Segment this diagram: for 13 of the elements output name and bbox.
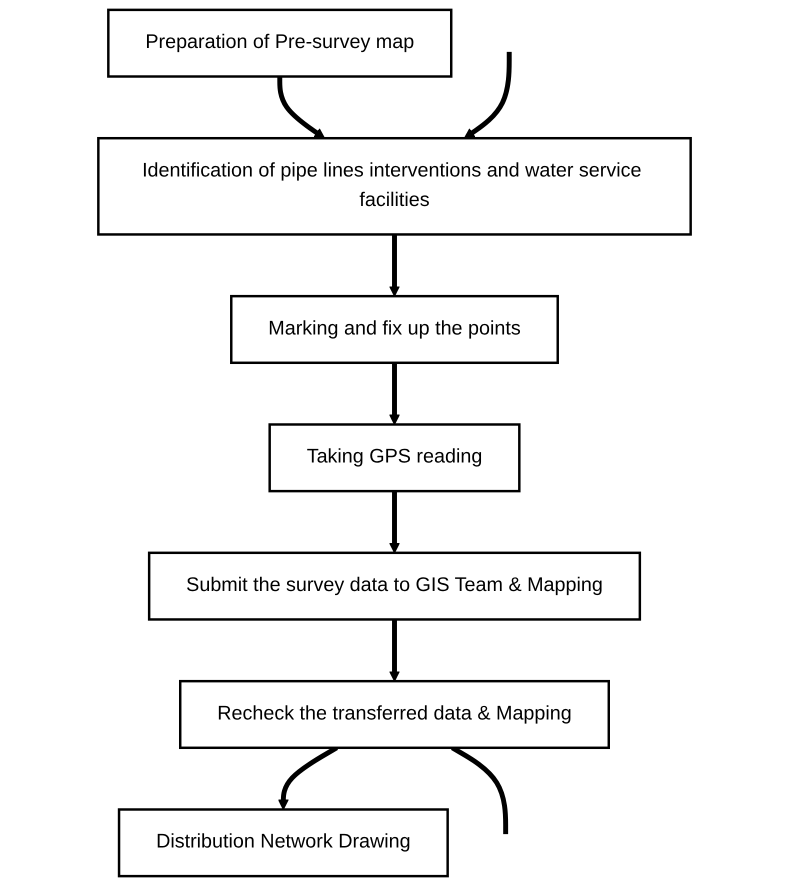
arrow	[389, 491, 400, 554]
node-box: Recheck the transferred data & Mapping	[179, 680, 610, 750]
node-box: Marking and fix up the points	[230, 294, 559, 364]
node-box: Preparation of Pre-survey map	[107, 8, 452, 78]
node-box: Taking GPS reading	[268, 423, 521, 492]
node-box: Distribution Network Drawing	[118, 808, 449, 878]
arrow	[389, 362, 400, 425]
node-box: Identification of pipe lines interventions and water service facilities	[97, 136, 692, 236]
arrow	[389, 619, 400, 682]
arrow	[464, 52, 512, 139]
arrow	[277, 76, 326, 139]
arrow	[389, 234, 400, 297]
node-box: Submit the survey data to GIS Team & Mapping	[148, 552, 642, 621]
